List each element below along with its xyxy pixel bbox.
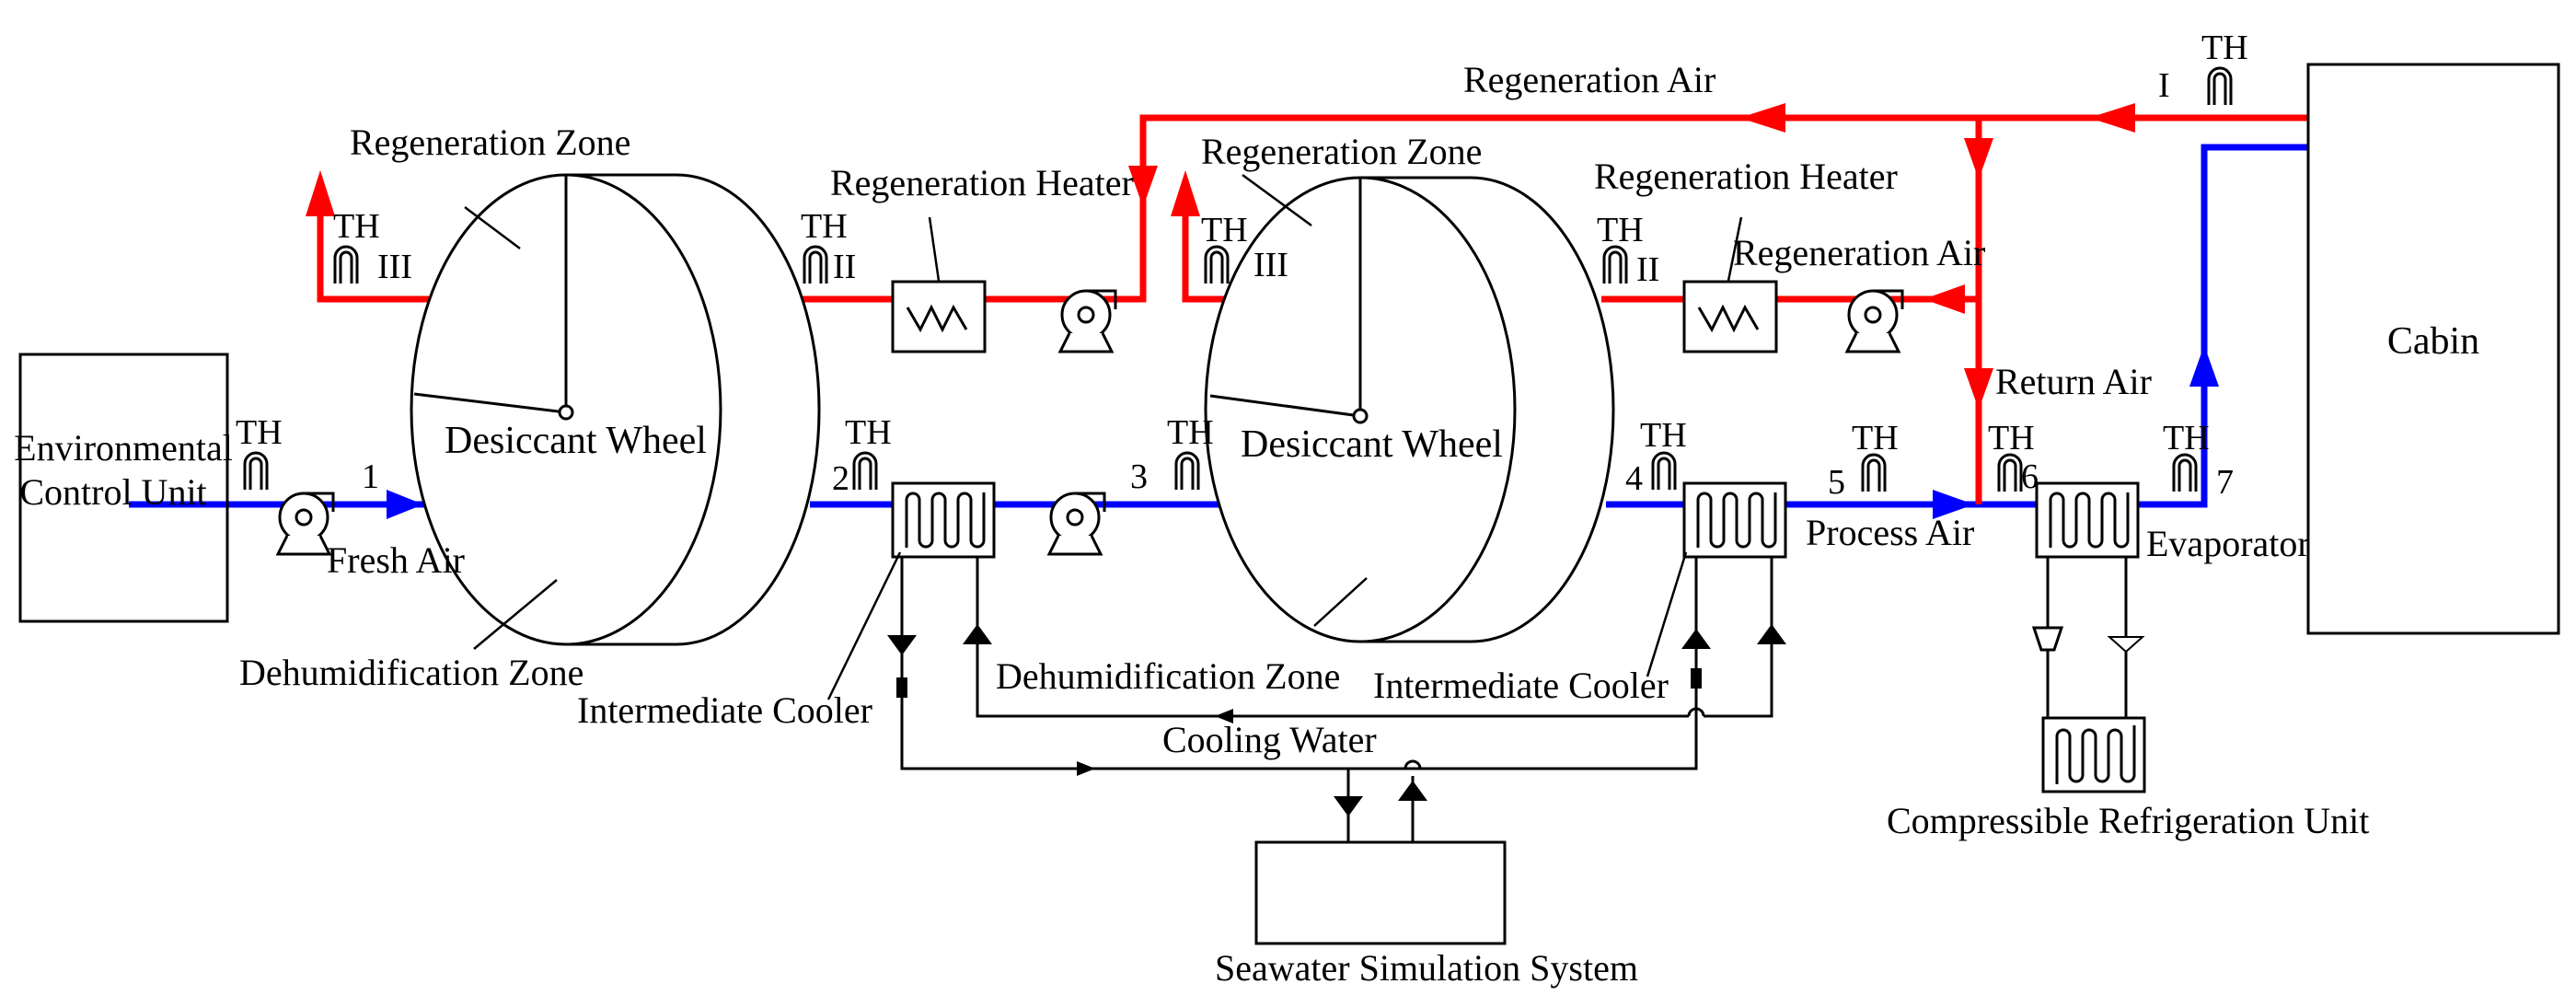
return-air-arrow-bottom (1964, 368, 1993, 410)
point-7-label: 7 (2216, 463, 2234, 502)
th-label-I: TH (2201, 29, 2248, 67)
environmental-control-unit-box (18, 353, 229, 623)
th-label-III-2: TH (1201, 211, 1248, 249)
process-air-line-outlet (1606, 144, 2308, 508)
th-label-6: TH (1988, 419, 2035, 457)
desiccant-wheel-1 (410, 173, 821, 650)
th-sensor-icon-III-2 (1204, 245, 1230, 285)
label-desiccant-wheel-2: Desiccant Wheel (1241, 423, 1503, 466)
label-desiccant-wheel-1: Desiccant Wheel (445, 420, 707, 462)
cabin-box (2306, 63, 2560, 635)
heater-2-leader (1727, 216, 1743, 282)
point-1-label: 1 (362, 457, 379, 496)
roman-II-2-label: II (1636, 250, 1659, 289)
th-sensor-icon-I (2207, 66, 2233, 107)
label-dehumidification-zone-2: Dehumidification Zone (996, 655, 1340, 697)
refrigeration-unit (2031, 557, 2146, 793)
label-fresh-air: Fresh Air (327, 539, 465, 581)
th-sensor-icon-6 (1997, 453, 2023, 493)
label-regeneration-zone-2: Regeneration Zone (1201, 131, 1482, 172)
th-sensor-icon-4 (1651, 451, 1677, 492)
point-2-label: 2 (832, 459, 849, 498)
label-intermediate-cooler-2: Intermediate Cooler (1373, 665, 1669, 706)
label-regeneration-zone-1: Regeneration Zone (350, 122, 630, 163)
regen-air-arrow-down-1 (1128, 166, 1158, 207)
label-evaporator: Evaporator (2146, 523, 2310, 564)
process-air-arrow-up (2189, 345, 2219, 387)
point-6-label: 6 (2021, 457, 2039, 496)
th-label-3: TH (1167, 413, 1214, 452)
th-sensor-icon-1 (243, 451, 269, 492)
label-dehumidification-zone-1: Dehumidification Zone (239, 652, 583, 693)
desiccant-wheel-2 (1204, 173, 1615, 643)
th-sensor-icon-5 (1861, 453, 1887, 493)
label-regeneration-heater-1: Regeneration Heater (830, 162, 1134, 203)
th-label-1: TH (236, 413, 283, 452)
regen-air-arrow-right (1923, 284, 1965, 314)
regen-heater-2-icon (1682, 280, 1778, 353)
label-intermediate-cooler-1: Intermediate Cooler (577, 689, 872, 731)
label-compressible-refrigeration-unit: Compressible Refrigeration Unit (1887, 800, 2369, 841)
label-process-air: Process Air (1806, 512, 1974, 553)
label-regeneration-heater-2: Regeneration Heater (1594, 156, 1898, 197)
th-sensor-icon-3 (1174, 451, 1200, 492)
roman-III-1-label: III (377, 248, 412, 286)
th-sensor-icon-II-2 (1602, 245, 1628, 285)
point-3-label: 3 (1130, 457, 1148, 496)
evaporator-icon (2035, 481, 2140, 559)
point-4-label: 4 (1625, 459, 1643, 498)
return-air-arrow-top (1964, 138, 1993, 179)
th-sensor-icon-III-1 (333, 245, 359, 285)
th-label-II-1: TH (801, 207, 848, 246)
intermediate-cooler-2-icon (1682, 481, 1787, 559)
label-regeneration-air-right: Regeneration Air (1733, 232, 1985, 273)
th-label-II-2: TH (1597, 211, 1644, 249)
regen-air-arrow-exhaust-2 (1171, 170, 1200, 216)
th-label-4: TH (1640, 416, 1687, 455)
roman-III-2-label: III (1253, 246, 1288, 284)
process-air-arrow-1 (387, 490, 423, 519)
roman-II-1-label: II (833, 248, 856, 286)
regen-air-arrow-top-right (2089, 103, 2135, 133)
seawater-simulation-box (1254, 840, 1507, 945)
label-ecu-line-2: Control Unit (19, 471, 206, 513)
label-seawater-simulation-system: Seawater Simulation System (1215, 947, 1638, 989)
regen-heater-1-icon (891, 280, 987, 353)
regen-air-arrow-exhaust-1 (306, 170, 335, 216)
th-sensor-icon-7 (2172, 453, 2198, 493)
th-label-7: TH (2163, 419, 2210, 457)
roman-I-label: I (2158, 66, 2170, 105)
th-sensor-icon-2 (852, 451, 878, 492)
regen-air-arrow-top-mid (1739, 103, 1785, 133)
point-5-label: 5 (1828, 463, 1845, 502)
label-cabin: Cabin (2387, 320, 2479, 363)
th-sensor-icon-II-1 (803, 245, 828, 285)
heater-1-leader (928, 216, 941, 282)
label-ecu-line-1: Environmental (14, 427, 233, 469)
label-return-air: Return Air (1995, 361, 2152, 402)
th-label-5: TH (1852, 419, 1899, 457)
th-label-2: TH (845, 413, 892, 452)
label-cooling-water: Cooling Water (1162, 719, 1377, 760)
process-air-arrow-5 (1933, 490, 1974, 519)
intermediate-cooler-1-icon (891, 481, 996, 559)
label-regeneration-air-top: Regeneration Air (1463, 59, 1715, 100)
cooling-water-loop (826, 551, 1786, 842)
th-label-III-1: TH (333, 207, 380, 246)
